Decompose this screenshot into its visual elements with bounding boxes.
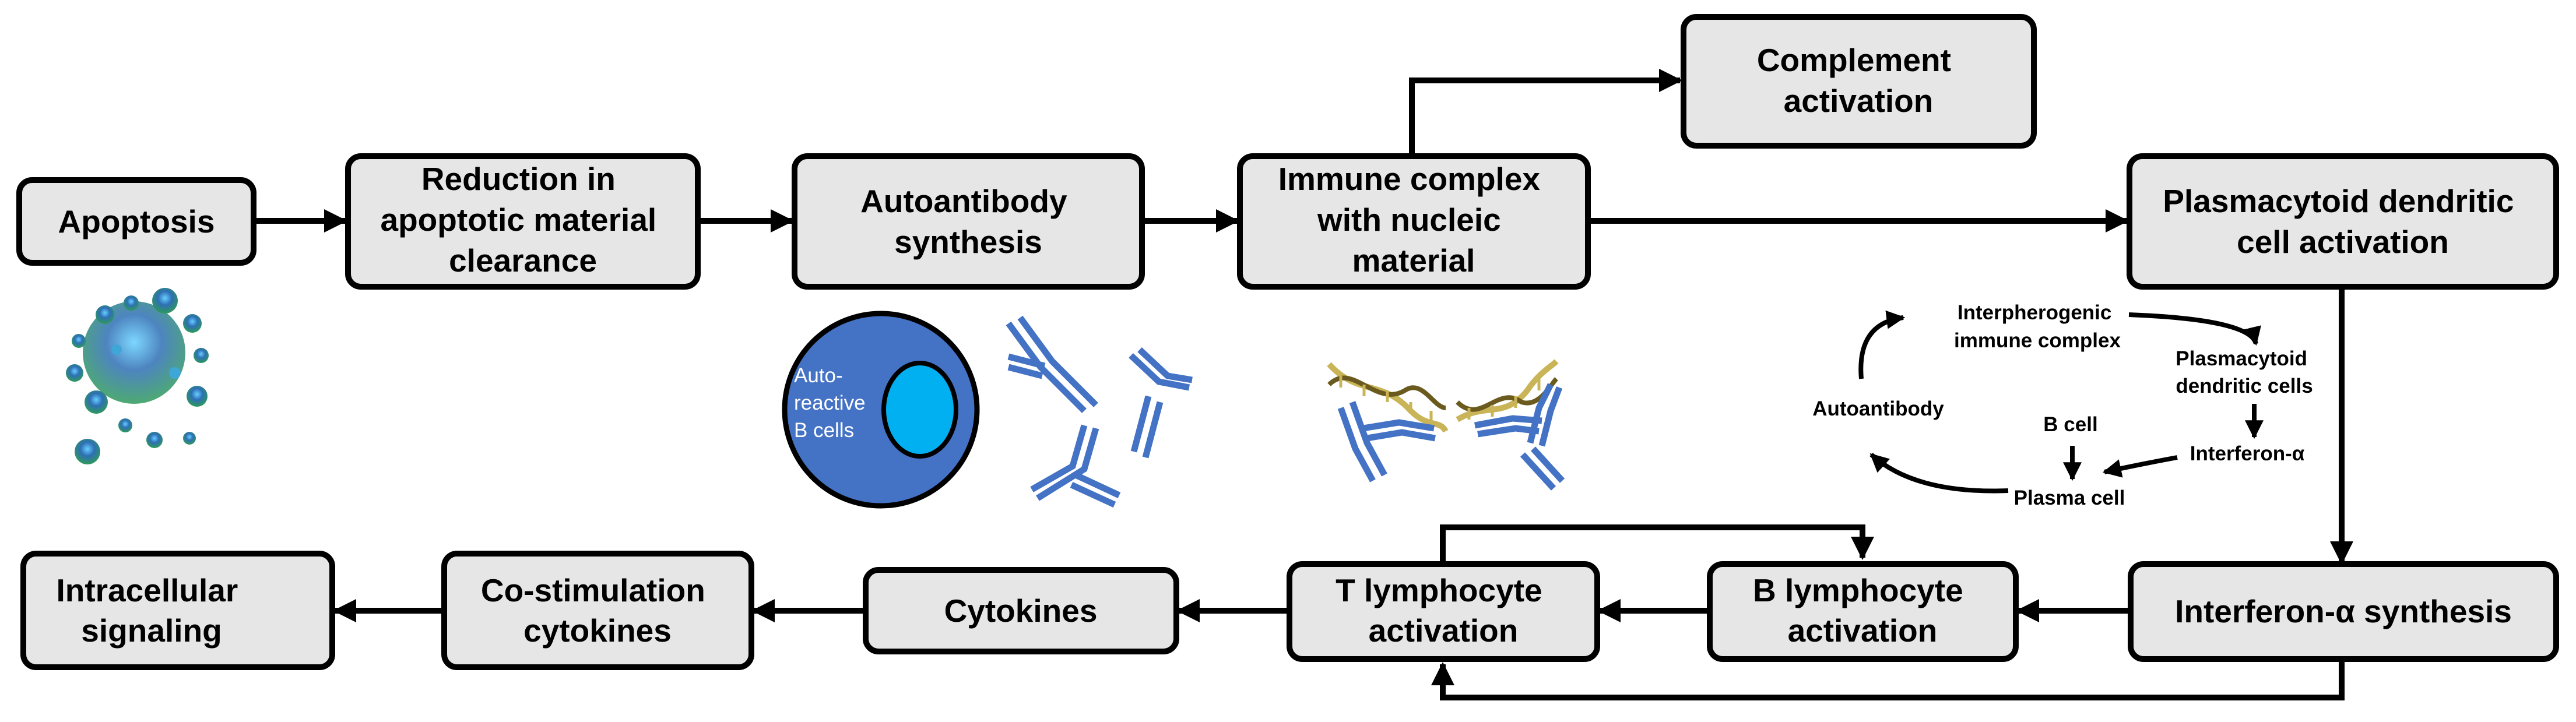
box-t-activation-text: T lymphocyte activation xyxy=(1336,572,1551,649)
connectors xyxy=(256,69,2353,700)
cycle-plasma-cell: Plasma cell xyxy=(2014,487,2125,509)
box-autoantibody-synthesis-line-1: Autoantibody xyxy=(860,183,1067,219)
box-intracellular: Intracellular signaling xyxy=(20,551,335,670)
box-immune-complex-line-1: Immune complex xyxy=(1278,161,1541,197)
box-complement-text: Complement activation xyxy=(1757,42,1960,119)
box-interferon-synthesis-text: Interferon-α synthesis xyxy=(2175,593,2512,629)
cycle-arrow-interferon-plasma xyxy=(2102,455,2178,478)
box-reduction: Reduction in apoptotic material clearanc… xyxy=(345,153,701,290)
box-intracellular-line-1: Intracellular xyxy=(56,572,238,608)
arrow-interferon-t-bottom xyxy=(1431,661,2345,700)
b-cell-icon: Auto- reactive B cells xyxy=(782,311,980,509)
cycle-b-cell: B cell xyxy=(2043,413,2097,436)
box-immune-complex-line-3: material xyxy=(1352,242,1475,279)
box-apoptosis-line-1: Apoptosis xyxy=(58,203,215,240)
box-b-activation-line-2: activation xyxy=(1788,612,1938,649)
box-pdc-activation-line-2: cell activation xyxy=(2237,224,2449,260)
box-complement-line-2: activation xyxy=(1784,83,1934,119)
box-apoptosis-text: Apoptosis xyxy=(58,203,215,240)
box-interferon-synthesis: Interferon-α synthesis xyxy=(2128,561,2559,662)
cycle-pdc-line-1: Plasmacytoid xyxy=(2176,347,2307,370)
box-t-activation: T lymphocyte activation xyxy=(1287,561,1600,662)
cycle-arrow-autoantibody-interpherogenic xyxy=(1858,310,1906,379)
cycle-pdc-line-2: dendritic cells xyxy=(2176,375,2313,397)
b-cell-label-line-2: reactive xyxy=(794,392,866,414)
immune-complex-1 xyxy=(1327,362,1449,482)
box-immune-complex-text: Immune complex with nucleic material xyxy=(1278,161,1549,279)
arrow-immune-complement xyxy=(1409,69,1682,156)
antibody-icon-1 xyxy=(1006,315,1098,413)
cycle-arrow-plasma-autoantibody xyxy=(1869,453,2009,494)
box-autoantibody-synthesis: Autoantibody synthesis xyxy=(792,153,1145,290)
box-b-activation-line-1: B lymphocyte xyxy=(1753,572,1963,608)
cycle-interferon: Interferon-α xyxy=(2190,442,2305,465)
box-apoptosis: Apoptosis xyxy=(16,177,256,266)
cycle-interpherogenic-line-1: Interpherogenic xyxy=(1958,301,2111,324)
box-costim-text: Co-stimulation cytokines xyxy=(481,572,714,649)
box-reduction-line-2: apoptotic material xyxy=(381,202,657,238)
box-reduction-line-3: clearance xyxy=(449,242,597,279)
cycle-interferon-line-1: Interferon-α xyxy=(2190,442,2305,465)
box-intracellular-line-2: signaling xyxy=(81,612,222,649)
box-cytokines: Cytokines xyxy=(863,567,1179,654)
cycle: Interpherogenic immune complex Plasmacyt… xyxy=(1812,301,2313,509)
b-cell-label-line-1: Auto- xyxy=(794,364,843,387)
cycle-pdc: Plasmacytoid dendritic cells xyxy=(2176,347,2313,397)
box-reduction-line-1: Reduction in xyxy=(421,161,616,197)
box-pdc-activation-text: Plasmacytoid dendritic cell activation xyxy=(2163,183,2522,260)
cycle-autoantibody: Autoantibody xyxy=(1812,397,1944,420)
box-costim-line-1: Co-stimulation xyxy=(481,572,705,608)
box-t-activation-line-2: activation xyxy=(1369,612,1519,649)
box-complement-line-1: Complement xyxy=(1757,42,1951,78)
cycle-autoantibody-line-1: Autoantibody xyxy=(1812,397,1944,420)
box-costim: Co-stimulation cytokines xyxy=(441,551,754,670)
box-pdc-activation-line-1: Plasmacytoid dendritic xyxy=(2163,183,2514,219)
cycle-interpherogenic-line-2: immune complex xyxy=(1954,329,2121,352)
box-t-activation-line-1: T lymphocyte xyxy=(1336,572,1542,608)
box-complement: Complement activation xyxy=(1681,14,2037,149)
cycle-b-cell-line-1: B cell xyxy=(2043,413,2097,436)
b-cell-label-line-3: B cells xyxy=(794,419,854,442)
box-pdc-activation: Plasmacytoid dendritic cell activation xyxy=(2127,153,2559,290)
box-autoantibody-synthesis-text: Autoantibody synthesis xyxy=(860,183,1076,260)
box-autoantibody-synthesis-line-2: synthesis xyxy=(894,224,1042,260)
box-cytokines-line-1: Cytokines xyxy=(944,593,1098,629)
box-immune-complex: Immune complex with nucleic material xyxy=(1237,153,1591,290)
cycle-arrow-interpherogenic-pdc xyxy=(2128,312,2261,346)
box-reduction-text: Reduction in apoptotic material clearanc… xyxy=(381,161,666,279)
cycle-plasma-cell-line-1: Plasma cell xyxy=(2014,487,2125,509)
antibody-icon-2 xyxy=(1129,347,1193,459)
box-costim-line-2: cytokines xyxy=(523,612,672,649)
antibody-icon-3 xyxy=(1030,424,1121,508)
box-b-activation-text: B lymphocyte activation xyxy=(1753,572,1972,649)
b-cell-label: Auto- reactive B cells xyxy=(794,364,871,442)
box-b-activation: B lymphocyte activation xyxy=(1707,561,2019,662)
box-intracellular-text: Intracellular signaling xyxy=(56,572,247,649)
dna-helix-icon xyxy=(1327,362,1449,433)
apoptotic-cell-cluster-icon xyxy=(66,288,209,464)
box-immune-complex-line-2: with nucleic xyxy=(1317,202,1501,238)
cycle-interpherogenic: Interpherogenic immune complex xyxy=(1954,301,2121,352)
box-interferon-synthesis-line-1: Interferon-α synthesis xyxy=(2175,593,2512,629)
immune-complex-2 xyxy=(1456,359,1565,491)
box-cytokines-text: Cytokines xyxy=(944,593,1098,629)
dna-helix-icon xyxy=(1456,359,1559,422)
arrow-t-b-top xyxy=(1440,524,1874,562)
